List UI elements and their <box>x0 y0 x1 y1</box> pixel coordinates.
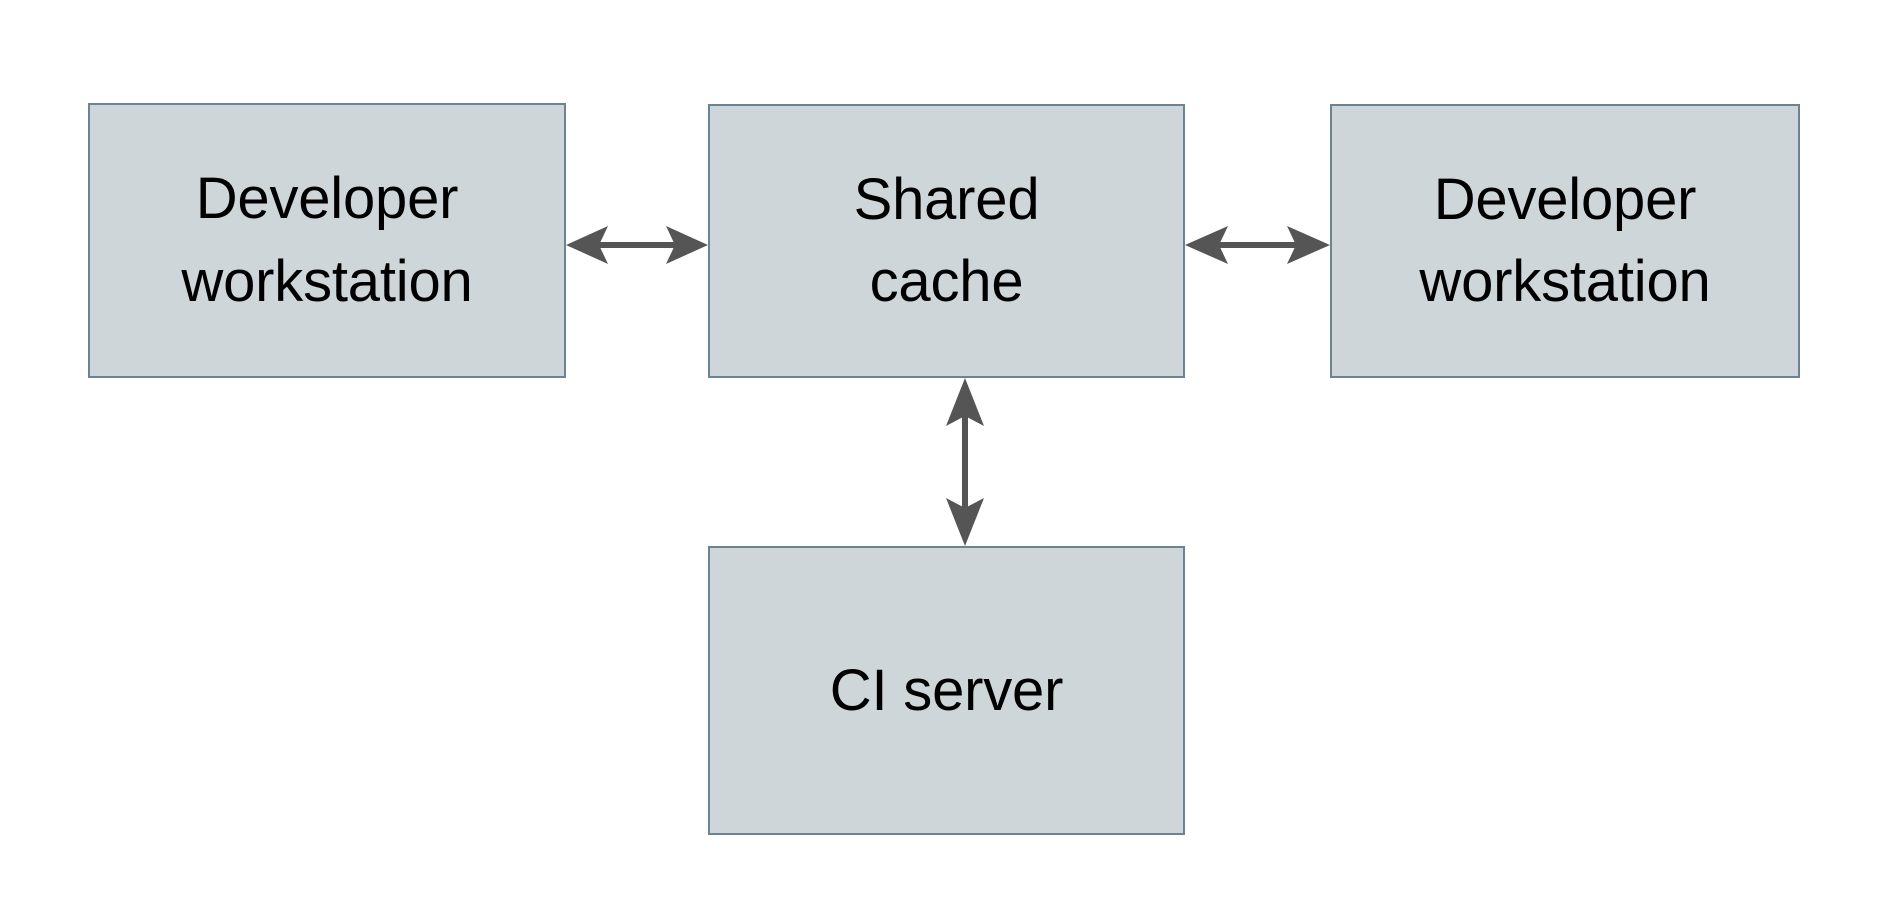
node-dev-workstation-right[interactable]: Developer workstation <box>1330 104 1800 378</box>
node-label: Developer workstation <box>181 166 473 314</box>
edge-cache-to-right-workstation[interactable] <box>1185 220 1330 270</box>
node-ci-server[interactable]: CI server <box>708 546 1185 835</box>
node-label: Shared cache <box>853 166 1040 314</box>
node-label: CI server <box>829 657 1064 723</box>
edge-cache-to-ci-server[interactable] <box>940 378 990 546</box>
node-dev-workstation-left[interactable]: Developer workstation <box>88 103 566 378</box>
double-arrow-vertical-icon <box>946 378 984 546</box>
node-shared-cache[interactable]: Shared cache <box>708 104 1185 378</box>
double-arrow-horizontal-icon <box>566 226 708 264</box>
node-label: Developer workstation <box>1419 166 1711 314</box>
double-arrow-horizontal-icon <box>1185 226 1330 264</box>
edge-left-workstation-to-cache[interactable] <box>566 220 708 270</box>
